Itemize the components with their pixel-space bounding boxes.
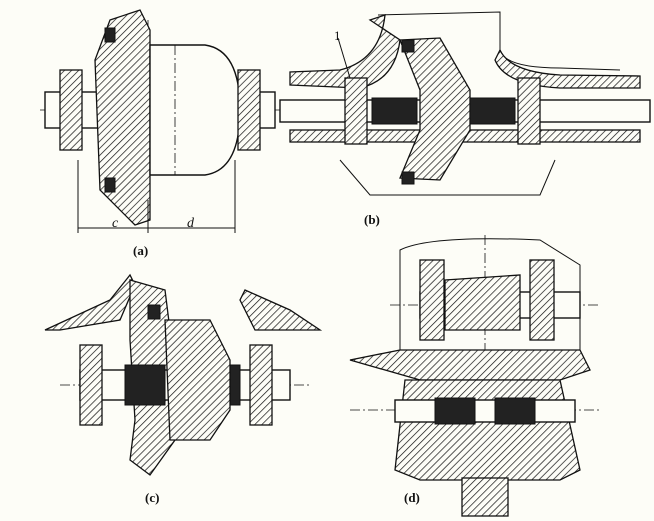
- panel-d-caption: (d): [404, 490, 420, 505]
- dimension-c-label: c: [112, 216, 119, 231]
- dimension-d-label: d: [187, 216, 194, 231]
- panel-a-caption: (a): [133, 243, 149, 258]
- panel-c-caption: (c): [145, 490, 160, 505]
- panel-c-drawing: [44, 273, 323, 476]
- panel-b-callout: 1: [334, 28, 341, 43]
- panel-b-caption: (b): [364, 212, 380, 227]
- panel-d-drawing: [349, 235, 600, 517]
- panel-b-drawing: [279, 11, 651, 196]
- panel-a-drawing: [40, 9, 280, 235]
